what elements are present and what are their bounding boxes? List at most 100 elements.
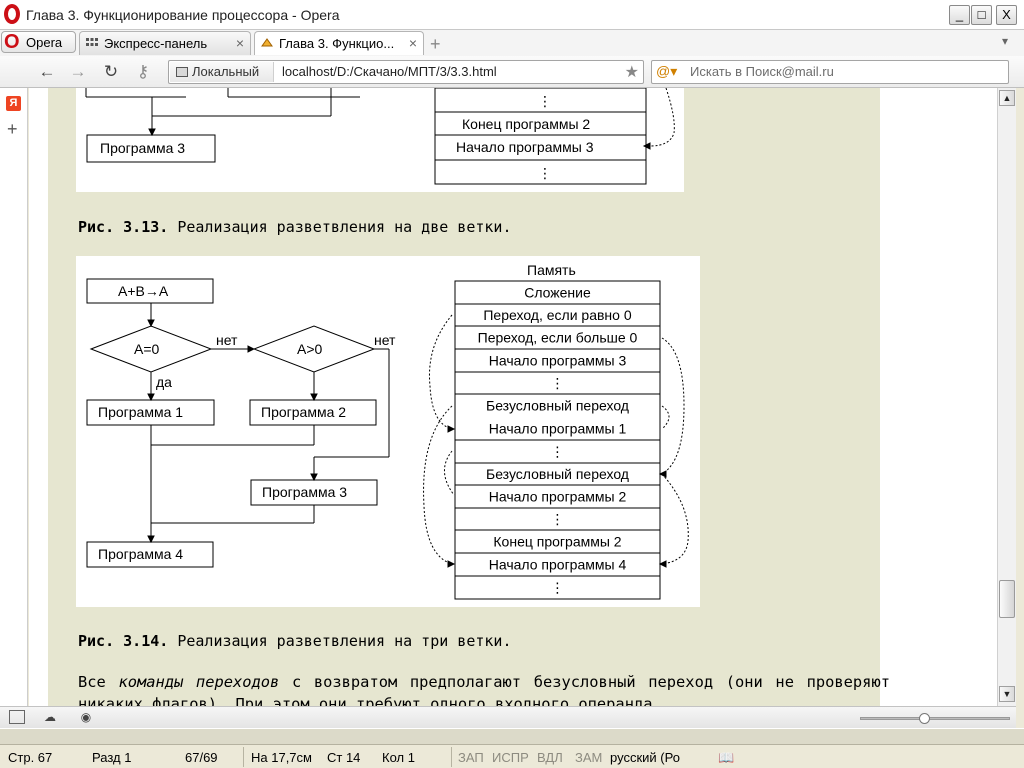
fig13-dots-top: ⋮ [538, 93, 552, 109]
status-line: Ст 14 [327, 750, 361, 765]
memory-cell: Конец программы 2 [493, 534, 621, 550]
status-trk[interactable]: ИСПР [492, 750, 529, 765]
fig14-prog1: Программа 1 [98, 404, 183, 420]
figure-3-13-caption: Рис. 3.13. Реализация разветвления на дв… [78, 218, 511, 236]
forward-button[interactable]: → [69, 62, 87, 81]
memory-cell: Безусловный переход [486, 398, 629, 414]
zoom-slider[interactable] [860, 713, 1010, 724]
minimize-button[interactable]: _ [949, 5, 970, 25]
tab-close-icon[interactable]: × [408, 35, 417, 51]
local-badge-label: Локальный [192, 64, 260, 79]
memory-cell: Начало программы 1 [489, 421, 627, 437]
fig13-start-prog3: Начало программы 3 [456, 139, 594, 155]
yandex-icon[interactable]: Я [6, 96, 21, 111]
key-icon[interactable]: ⚷ [136, 62, 150, 81]
add-panel-icon[interactable]: + [7, 119, 18, 139]
tab-express-panel[interactable]: Экспресс-панель × [79, 31, 251, 55]
status-language: русский (Ро [610, 750, 680, 765]
panel-toggle-icon[interactable] [9, 710, 25, 724]
close-window-button[interactable]: X [996, 5, 1017, 25]
figure-3-14-diagram: A+B→A A=0 A>0 нет нет да Программа 1 Про… [86, 262, 689, 600]
page-favicon-icon [261, 38, 273, 47]
maximize-button[interactable]: □ [971, 5, 992, 25]
window-title: Глава 3. Функционирование процессора - O… [26, 7, 340, 23]
fig14-cond2: A>0 [297, 341, 323, 357]
back-button[interactable]: ← [38, 62, 56, 81]
status-ext[interactable]: ВДЛ [537, 750, 563, 765]
caption-text: Реализация разветвления на три ветки. [168, 632, 512, 650]
caption-number: Рис. 3.14. [78, 632, 169, 650]
memory-cell: ⋮ [551, 580, 565, 596]
memory-cell: Переход, если больше 0 [478, 330, 638, 346]
tab-label: Экспресс-панель [104, 36, 208, 51]
opera-o-icon: O [4, 31, 20, 53]
search-placeholder: Искать в Поиск@mail.ru [690, 64, 834, 79]
tab-close-icon[interactable]: × [235, 35, 244, 51]
memory-cell: ⋮ [551, 511, 565, 527]
status-divider [243, 747, 244, 767]
figure-3-13: ⋮ Программа 3 Конец программы 2 Начало п… [76, 88, 684, 192]
fig14-no2: нет [374, 332, 396, 348]
tab-label: Глава 3. Функцио... [279, 36, 395, 51]
fig13-dots-bottom: ⋮ [538, 165, 552, 181]
memory-cell: Начало программы 3 [489, 353, 627, 369]
word-toolbar-strip [0, 729, 1024, 745]
turbo-icon[interactable]: ◉ [80, 710, 92, 724]
scroll-up-button[interactable]: ▲ [999, 90, 1015, 106]
caption-text: Реализация разветвления на две ветки. [168, 218, 512, 236]
fig14-prog3: Программа 3 [262, 484, 347, 500]
spellcheck-book-icon[interactable]: 📖 [718, 750, 735, 765]
zoom-slider-knob[interactable] [919, 713, 930, 724]
para-emphasis: команды переходов [118, 673, 280, 691]
memory-cell: ⋮ [551, 375, 565, 391]
figure-3-14: A+B→A A=0 A>0 нет нет да Программа 1 Про… [76, 256, 700, 607]
local-badge[interactable]: Локальный [170, 62, 274, 82]
search-field[interactable]: @▾ Искать в Поиск@mail.ru [651, 60, 1009, 84]
url-text[interactable]: localhost/D:/Скачано/МПТ/3/3.3.html [282, 64, 497, 79]
body-paragraph: Все команды переходов с возвратом предпо… [78, 671, 890, 706]
status-page: Стр. 67 [8, 750, 53, 765]
status-ovr[interactable]: ЗАМ [575, 750, 603, 765]
opera-menu-label: Opera [26, 35, 63, 50]
fig13-program3: Программа 3 [100, 140, 185, 156]
para-text: с возвратом предполагают безусловный пер… [78, 673, 890, 706]
word-status-bar: Стр. 67 Разд 1 67/69 На 17,7см Ст 14 Кол… [0, 728, 1024, 768]
vertical-scrollbar[interactable]: ▲ ▼ [997, 88, 1016, 706]
opera-status-bar: ☁ ◉ [0, 706, 1016, 728]
cloud-icon[interactable]: ☁ [44, 710, 56, 724]
fig14-memory-title: Память [527, 262, 576, 278]
status-pages: 67/69 [185, 750, 218, 765]
address-bar[interactable]: Локальный localhost/D:/Скачано/МПТ/3/3.3… [168, 60, 644, 84]
fig14-cond1: A=0 [134, 341, 160, 357]
reload-button[interactable]: ↻ [103, 62, 119, 81]
status-column: Кол 1 [382, 750, 415, 765]
tab-bar: O Opera Экспресс-панель × Глава 3. Функц… [0, 30, 1024, 56]
monitor-icon [176, 67, 188, 77]
fig14-no1: нет [216, 332, 238, 348]
memory-cell: Начало программы 4 [489, 557, 627, 573]
fig14-prog2: Программа 2 [261, 404, 346, 420]
new-tab-button[interactable]: + [430, 34, 441, 54]
status-rec[interactable]: ЗАП [458, 750, 484, 765]
opera-menu-button[interactable]: O Opera [1, 31, 76, 53]
status-position: На 17,7см [251, 750, 312, 765]
memory-cell: Начало программы 2 [489, 489, 627, 505]
window-titlebar: Глава 3. Функционирование процессора - O… [0, 0, 1024, 30]
side-panel: Я + [0, 88, 28, 706]
para-text: Все [78, 673, 119, 691]
bookmark-star-icon[interactable]: ★ [624, 64, 639, 81]
scroll-thumb[interactable] [999, 580, 1015, 618]
memory-cell: Безусловный переход [486, 466, 629, 482]
search-engine-icon[interactable]: @▾ [656, 63, 678, 79]
tab-chapter-3[interactable]: Глава 3. Функцио... × [254, 31, 424, 55]
page-viewport[interactable]: ⋮ Программа 3 Конец программы 2 Начало п… [29, 88, 997, 706]
scroll-down-button[interactable]: ▼ [999, 686, 1015, 702]
tab-list-chevron-icon[interactable]: ▾ [1002, 34, 1009, 48]
fig14-yes: да [156, 374, 172, 390]
fig13-end-prog2: Конец программы 2 [462, 116, 590, 132]
memory-cell: Переход, если равно 0 [483, 307, 631, 323]
figure-3-13-diagram: ⋮ Программа 3 Конец программы 2 Начало п… [85, 88, 675, 185]
opera-logo-icon [4, 4, 20, 24]
grid-icon [86, 38, 98, 46]
